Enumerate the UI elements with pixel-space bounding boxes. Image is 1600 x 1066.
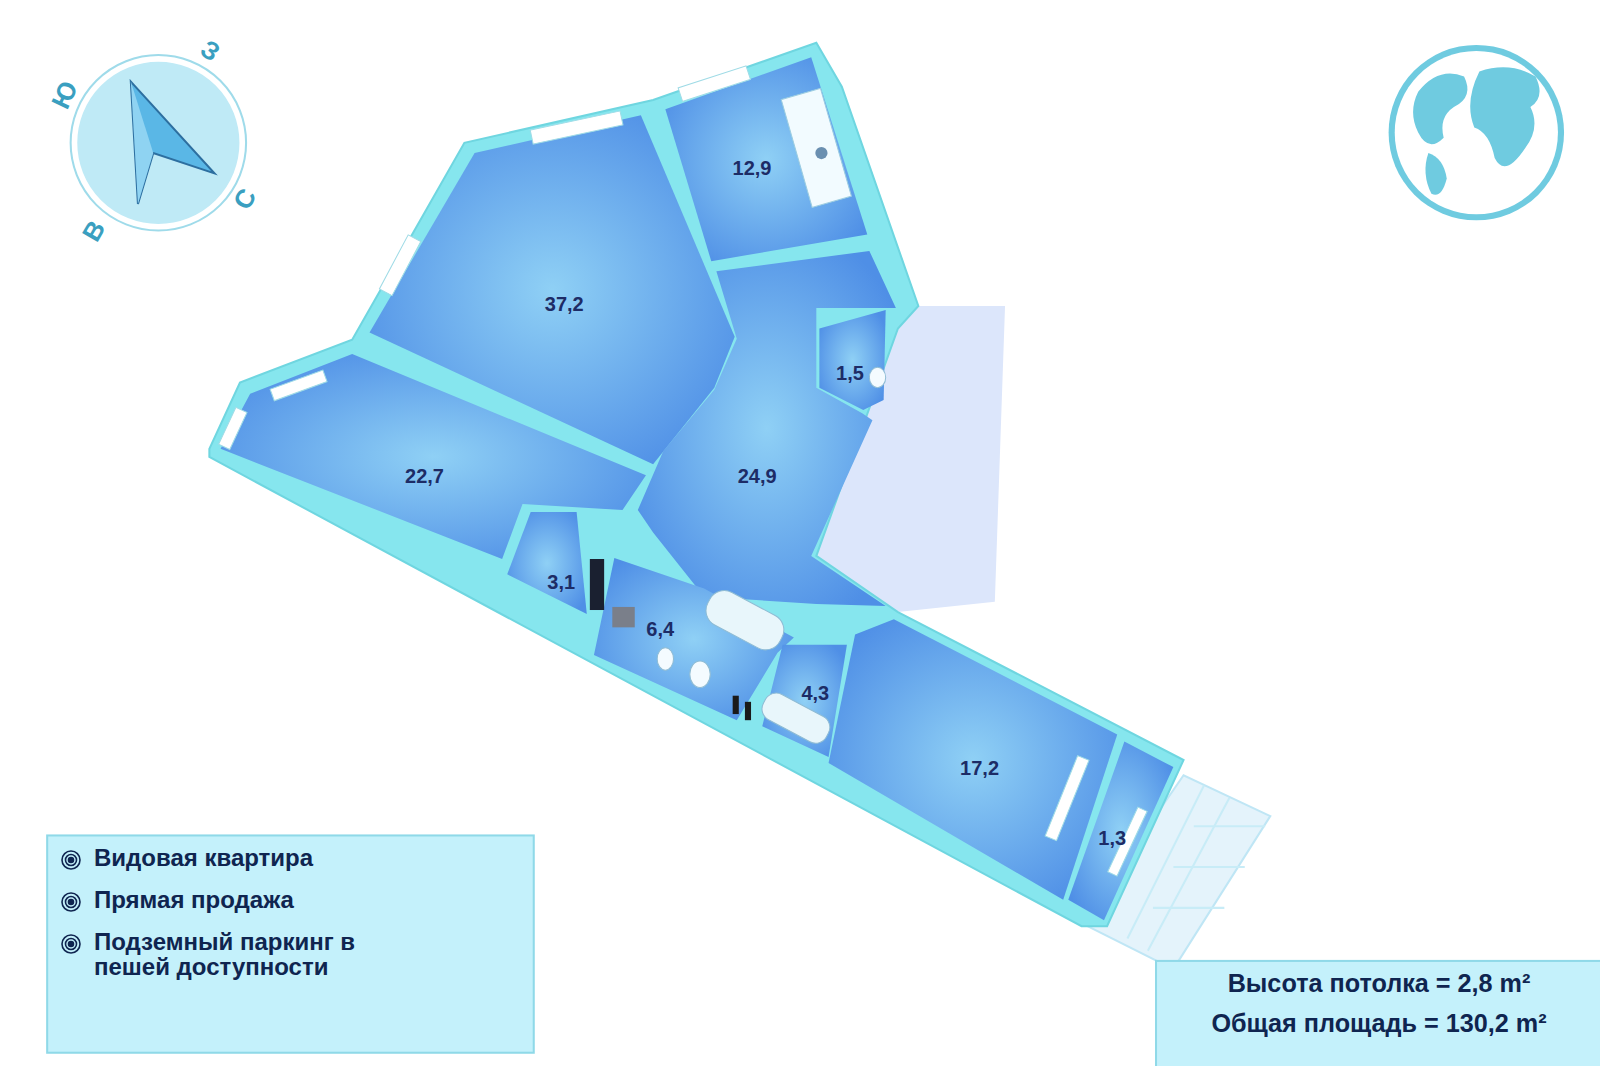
compass — [71, 55, 246, 230]
room-area: 3,1 — [547, 570, 575, 593]
feature-row: Прямая продажа — [60, 887, 530, 913]
feature-row: Видовая квартира — [60, 845, 530, 871]
bullet-icon — [60, 933, 82, 955]
room-area: 22,7 — [405, 464, 444, 487]
outer-walls — [209, 43, 1183, 926]
bullet-icon — [60, 891, 82, 913]
room-area: 17,2 — [960, 757, 999, 780]
feature-text: Подземный паркинг в пешей доступности — [94, 929, 394, 979]
compass-letter: В — [76, 215, 112, 247]
globe-icon — [1389, 45, 1564, 220]
compass-letter: Ю — [46, 76, 85, 113]
room-area: 1,5 — [836, 362, 864, 385]
feature-text: Видовая квартира — [94, 845, 313, 870]
fixtures — [590, 88, 886, 747]
room-area: 12,9 — [733, 157, 772, 180]
specs-box: Высота потолка = 2,8 m²Общая площадь = 1… — [1158, 963, 1600, 1044]
room-area: 1,3 — [1098, 826, 1126, 849]
rooms — [221, 57, 1174, 920]
bullet-icon — [60, 849, 82, 871]
room-area: 37,2 — [545, 293, 584, 316]
info-panel — [47, 835, 534, 1052]
room-area: 24,9 — [738, 464, 777, 487]
feature-text: Прямая продажа — [94, 887, 294, 912]
feature-row: Подземный паркинг в пешей доступности — [60, 929, 530, 979]
compass-letter: З — [195, 34, 226, 69]
windows — [219, 66, 1148, 876]
spec-text: Общая площадь = 130,2 m² — [1158, 1003, 1600, 1043]
features-box: Видовая квартираПрямая продажаПодземный … — [60, 845, 530, 995]
room-area: 6,4 — [646, 617, 674, 640]
compass-letter: С — [227, 183, 263, 215]
spec-panel — [1156, 961, 1600, 1066]
spec-text: Высота потолка = 2,8 m² — [1158, 963, 1600, 1003]
room-area: 4,3 — [801, 681, 829, 704]
